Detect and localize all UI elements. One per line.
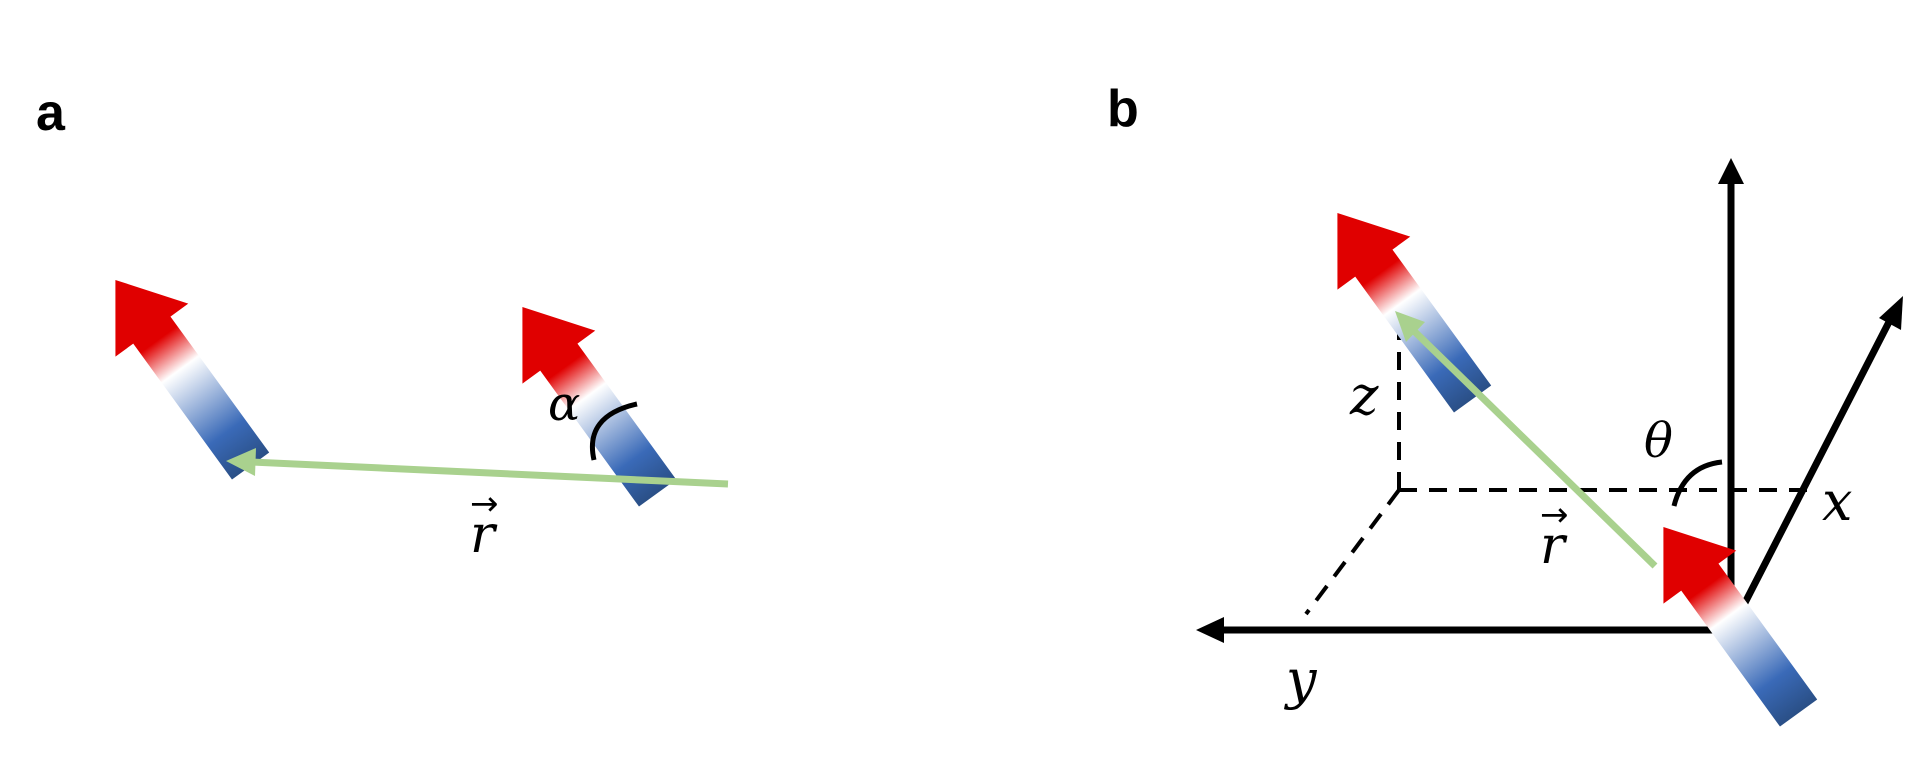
angle-alpha-label: α (548, 376, 580, 432)
x-axis (1727, 296, 1903, 632)
angle-alpha-arc (590, 401, 638, 461)
panel-b-label: b (1107, 80, 1139, 138)
separation-vector-a (226, 448, 729, 488)
vector-r-label-a: r (470, 505, 498, 565)
vector-r-label-b: r (1540, 516, 1568, 576)
separation-vector-b (1395, 311, 1658, 569)
y-axis-label: y (1284, 648, 1318, 711)
vector-arrow-b: → (1540, 495, 1569, 535)
vector-arrow-a: → (470, 484, 499, 524)
y-axis (1196, 617, 1731, 643)
dashed-projection-lines (1304, 318, 1808, 616)
angle-theta-arc (1671, 459, 1723, 507)
angle-theta-label: θ (1644, 413, 1673, 469)
dipole-left (78, 253, 288, 493)
z-axis (1718, 158, 1744, 632)
panel-b: b (1107, 80, 1903, 740)
x-axis-label: x (1822, 470, 1852, 533)
z-axis-label: z (1349, 364, 1379, 427)
panel-a: a α r → (36, 84, 729, 565)
panel-a-label: a (36, 84, 66, 142)
